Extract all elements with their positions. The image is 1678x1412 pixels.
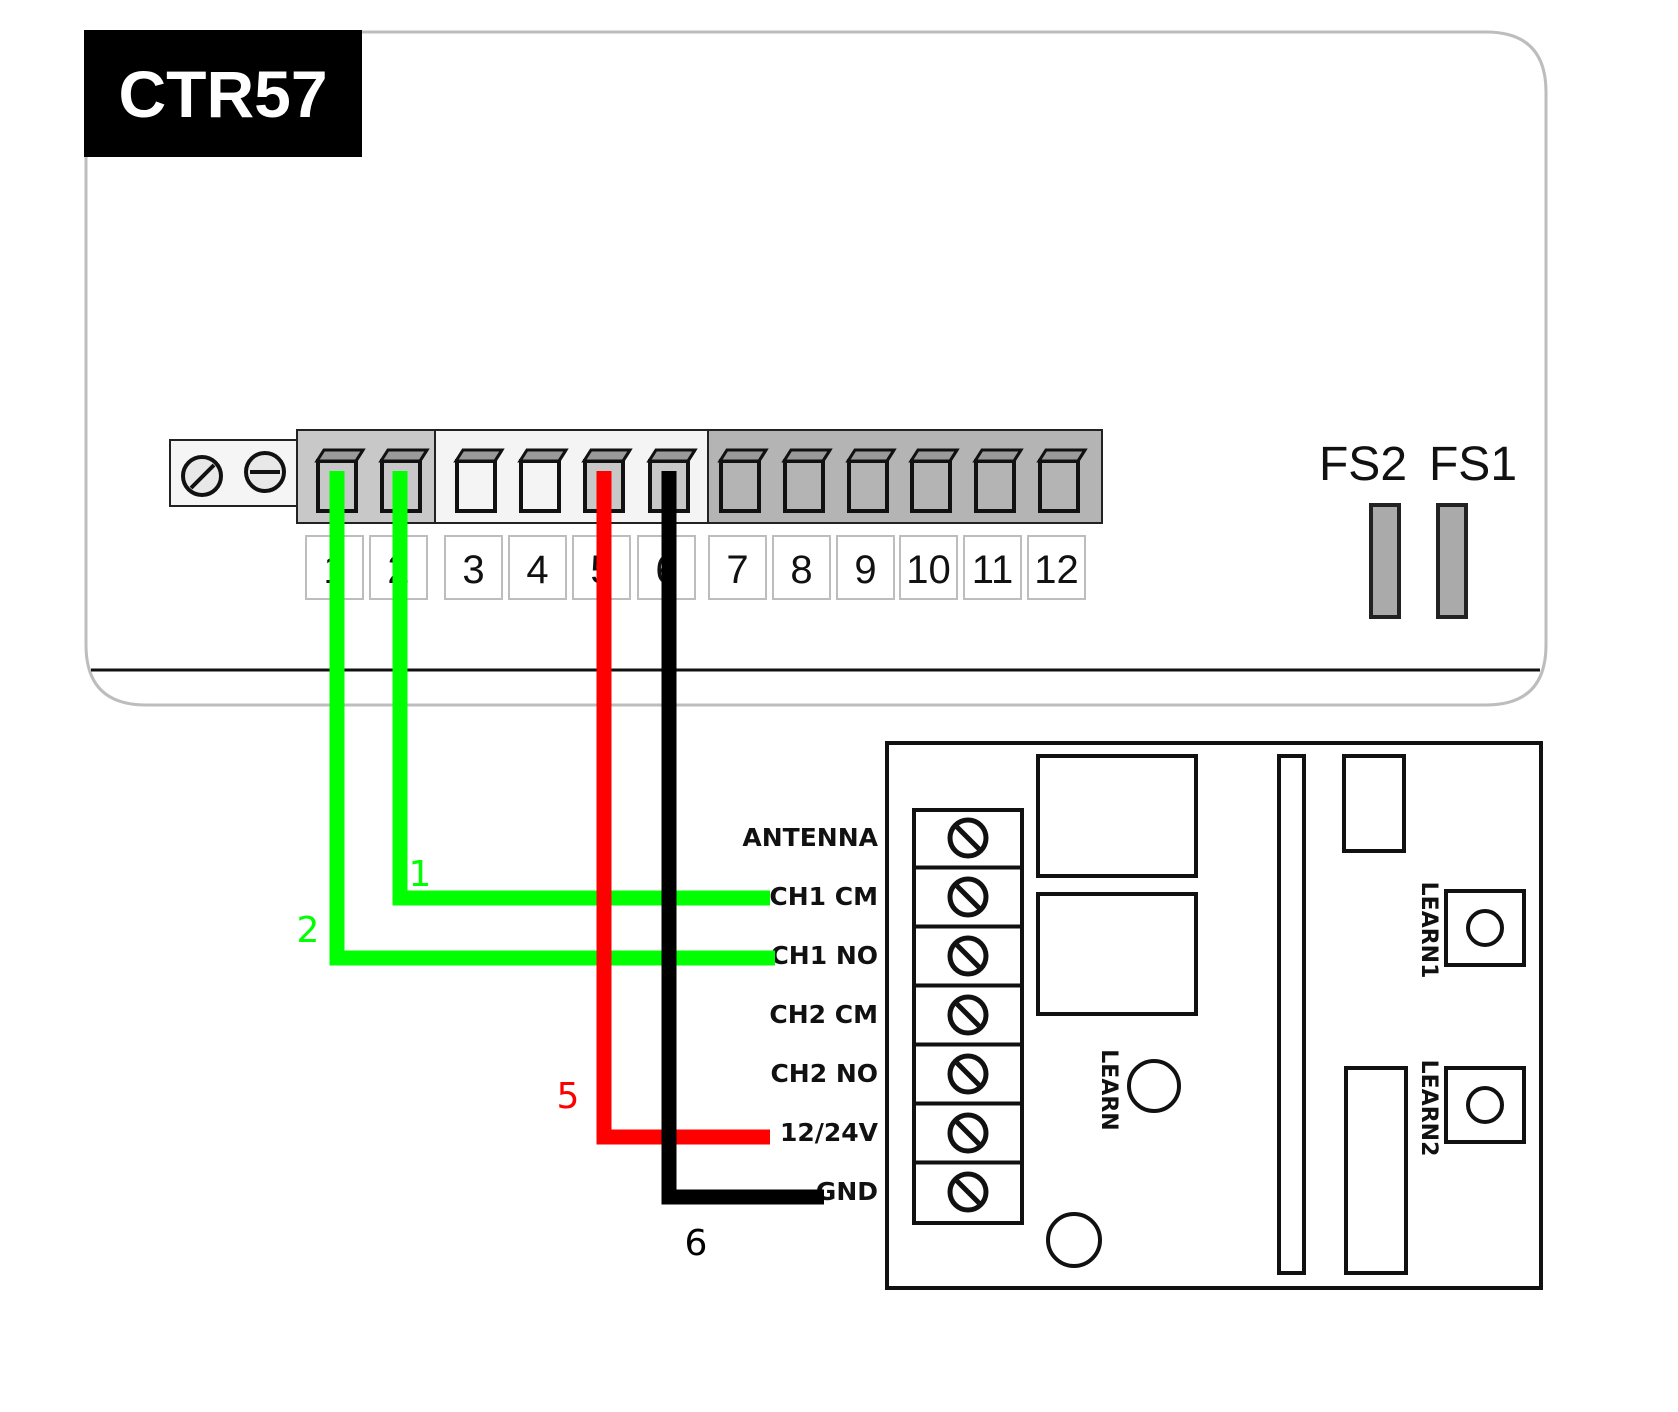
terminal-number-4: 4 <box>526 548 548 592</box>
terminal-number-3: 3 <box>462 548 484 592</box>
receiver-screw-icon <box>947 935 989 977</box>
terminal-label-box-4 <box>508 535 567 600</box>
model-title: CTR57 <box>118 57 327 131</box>
learn2-button-icon <box>1466 1086 1504 1124</box>
wire-5-red <box>596 471 770 1145</box>
terminal-number-11: 11 <box>972 548 1014 592</box>
terminal-slot-9 <box>845 448 897 513</box>
terminal-number-7: 7 <box>726 548 748 592</box>
wire-label-5: 5 <box>557 1076 580 1117</box>
receiver-screw-icon <box>947 994 989 1036</box>
receiver-module: ANTENNA CH1 CM CH1 NO CH2 CM CH2 NO 12/24V GND… <box>742 741 1543 1290</box>
receiver-component-top <box>1342 754 1406 853</box>
fuse-label-fs1: FS1 <box>1429 438 1517 491</box>
terminal-slot-3 <box>453 448 505 513</box>
receiver-mount-hole <box>1046 1212 1102 1268</box>
terminal-label-box-11 <box>963 535 1022 600</box>
terminal-label-box-9 <box>836 535 895 600</box>
terminal-slot-4 <box>517 448 569 513</box>
terminal-block-7-12 <box>707 429 1103 524</box>
terminal-label-box-10 <box>899 535 958 600</box>
model-badge <box>84 30 362 157</box>
wire-label-6: 6 <box>685 1223 708 1264</box>
receiver-terminal-label: GND <box>816 1177 878 1206</box>
terminal-slot-5 <box>581 448 633 513</box>
wire-1-green <box>392 471 770 906</box>
relay-1 <box>1036 754 1198 878</box>
terminal-slot-12 <box>1036 448 1088 513</box>
terminal-slot-8 <box>781 448 833 513</box>
terminal-slot-7 <box>717 448 769 513</box>
receiver-screw-icon <box>947 876 989 918</box>
fuse-fs2 <box>1369 503 1401 619</box>
terminal-number-10: 10 <box>906 548 951 592</box>
receiver-screw-icon <box>947 817 989 859</box>
terminal-number-8: 8 <box>790 548 812 592</box>
receiver-slot <box>1277 754 1306 1275</box>
terminal-slot-11 <box>972 448 1024 513</box>
learn2-button[interactable] <box>1444 1066 1526 1144</box>
receiver-screw-icon <box>947 1053 989 1095</box>
learn1-label: LEARN1 <box>1416 882 1441 979</box>
terminal-slot-2 <box>378 448 430 513</box>
receiver-terminal-label: ANTENNA <box>742 823 878 852</box>
terminal-label-box-8 <box>772 535 831 600</box>
learn-button-icon[interactable] <box>1127 1059 1181 1113</box>
learn-label: LEARN <box>1096 1049 1121 1130</box>
terminal-label-box-7 <box>708 535 767 600</box>
wire-label-2: 2 <box>297 910 320 951</box>
wire-6-black <box>661 471 824 1205</box>
receiver-terminal-label: CH1 CM <box>769 882 878 911</box>
screw-icon <box>181 455 223 497</box>
terminal-label-box-12 <box>1027 535 1086 600</box>
receiver-screw-icon <box>947 1171 989 1213</box>
receiver-terminal-label: CH2 NO <box>770 1059 878 1088</box>
fuse-fs1 <box>1436 503 1468 619</box>
wire-label-1: 1 <box>409 854 432 895</box>
receiver-terminal-label: 12/24V <box>780 1118 879 1147</box>
learn1-button-icon <box>1466 909 1504 947</box>
terminal-label-box-3 <box>444 535 503 600</box>
fuse-label-fs2: FS2 <box>1319 438 1407 491</box>
terminal-number-12: 12 <box>1034 548 1079 592</box>
terminal-slot-10 <box>908 448 960 513</box>
receiver-component-bottom <box>1344 1066 1408 1275</box>
receiver-terminal-label: CH2 CM <box>769 1000 878 1029</box>
relay-2 <box>1036 892 1198 1016</box>
screw-icon <box>244 451 286 493</box>
learn2-label: LEARN2 <box>1416 1060 1441 1157</box>
receiver-terminal-label: CH1 NO <box>770 941 878 970</box>
terminal-number-9: 9 <box>854 548 876 592</box>
wires <box>329 471 824 1205</box>
receiver-screw-icon <box>947 1112 989 1154</box>
learn1-button[interactable] <box>1444 889 1526 967</box>
wire-2-green <box>329 471 775 966</box>
